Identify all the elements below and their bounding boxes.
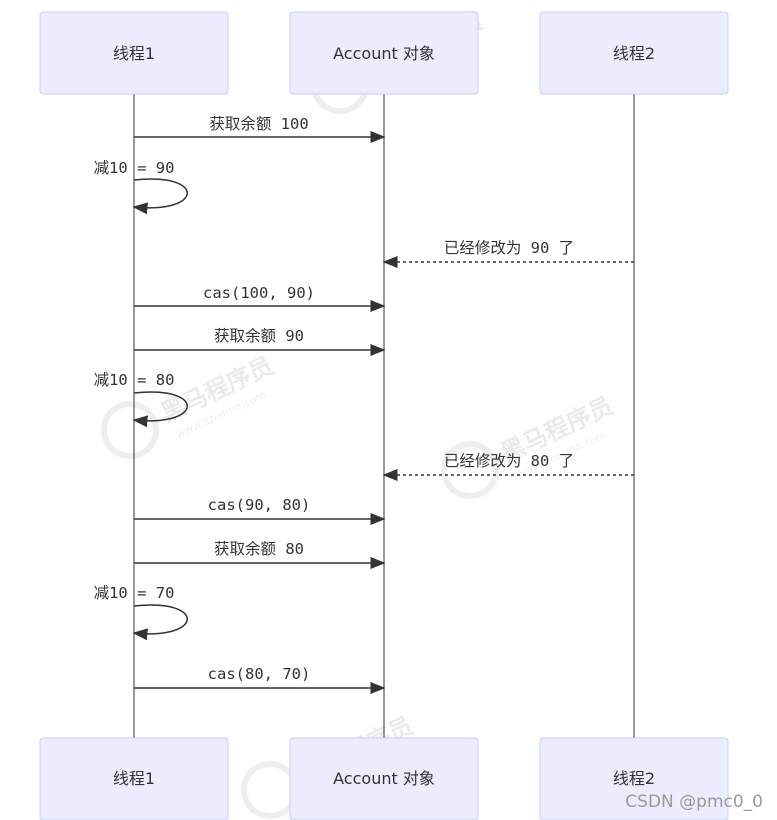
message-label: 获取余额 90: [214, 326, 304, 345]
message-label: cas(80, 70): [208, 665, 311, 683]
message-cas-100-90: cas(100, 90): [134, 284, 386, 312]
actor-label: Account 对象: [333, 769, 435, 788]
message-label: 减10 = 70: [94, 584, 175, 602]
message-label: 获取余额 80: [214, 539, 304, 558]
message-cas-90-80: cas(90, 80): [134, 496, 386, 525]
message-self-decrement-80: 减10 = 80: [94, 371, 188, 428]
actor-label: 线程1: [113, 769, 155, 788]
actor-account-bottom: Account 对象: [289, 737, 479, 820]
message-label: 获取余额 100: [209, 114, 308, 133]
message-label: 减10 = 90: [94, 159, 175, 177]
actor-thread2-top: 线程2: [539, 11, 729, 95]
actor-label: 线程1: [113, 44, 155, 63]
message-label: 减10 = 80: [94, 371, 175, 389]
message-label: 已经修改为 90 了: [444, 239, 574, 257]
actor-label: Account 对象: [333, 44, 435, 63]
watermark-logo: 黑马程序员 www.itheima.com 黑马程序员 www.itheima.…: [101, 6, 617, 819]
message-modified-to-90: 已经修改为 90 了: [382, 239, 634, 268]
message-cas-80-70: cas(80, 70): [134, 665, 386, 694]
message-modified-to-80: 已经修改为 80 了: [382, 452, 634, 481]
message-self-decrement-70: 减10 = 70: [94, 584, 188, 641]
actor-thread1-bottom: 线程1: [39, 737, 229, 820]
message-get-balance-80: 获取余额 80: [134, 539, 386, 569]
message-self-decrement-90: 减10 = 90: [94, 159, 188, 215]
message-label: 已经修改为 80 了: [444, 452, 574, 470]
actor-label: 线程2: [613, 769, 655, 788]
message-label: cas(100, 90): [203, 284, 315, 302]
actor-thread2-bottom: 线程2: [539, 737, 729, 820]
message-label: cas(90, 80): [208, 496, 311, 514]
actor-account-top: Account 对象: [289, 11, 479, 95]
source-credit: CSDN @pmc0_0: [625, 792, 763, 812]
actor-label: 线程2: [613, 44, 655, 63]
message-get-balance-100: 获取余额 100: [134, 114, 386, 143]
message-get-balance-90: 获取余额 90: [134, 326, 386, 356]
actor-thread1-top: 线程1: [39, 11, 229, 95]
